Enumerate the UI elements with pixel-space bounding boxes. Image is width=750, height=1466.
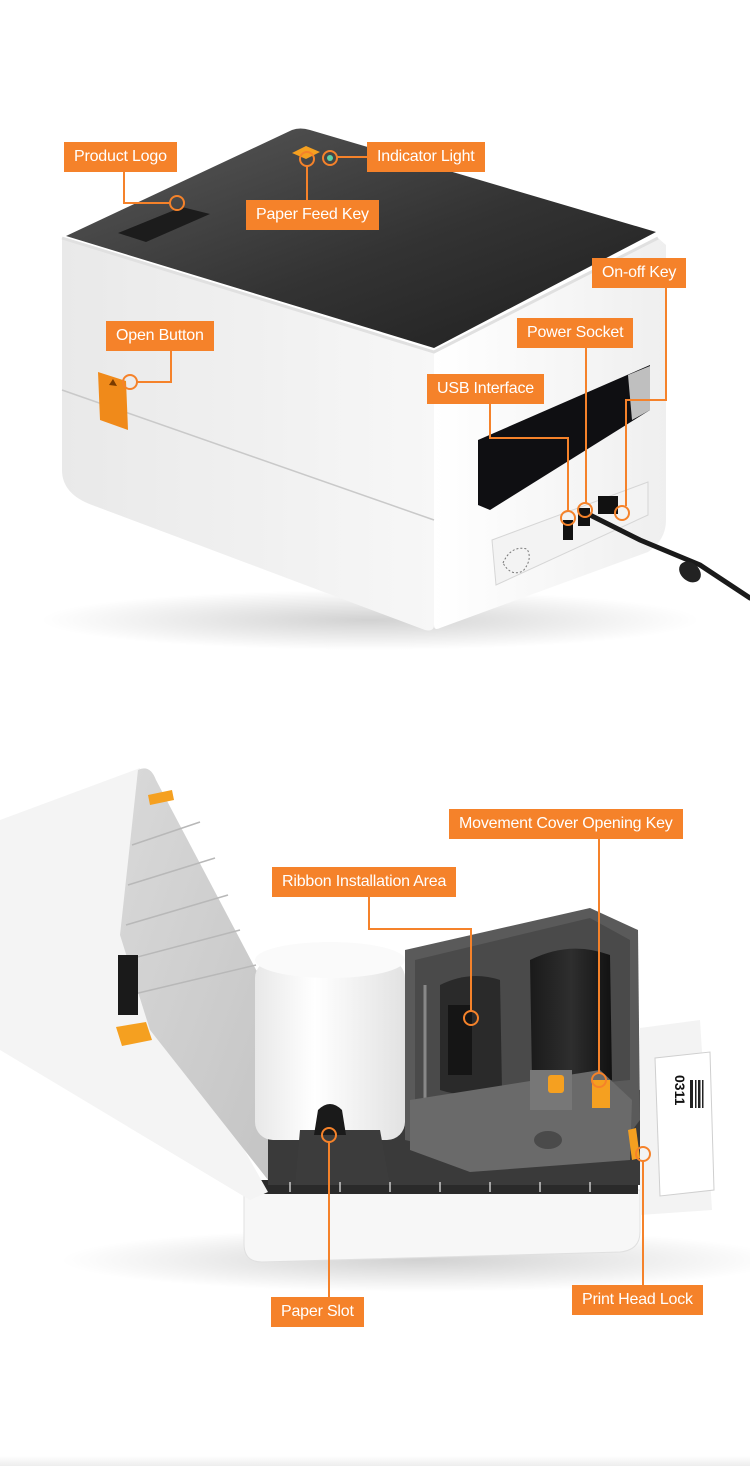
callout-ribbon-installation-area: Ribbon Installation Area xyxy=(272,867,457,897)
top-printer xyxy=(40,128,750,650)
leader-lines xyxy=(122,150,667,1298)
callout-product-logo: Product Logo xyxy=(64,142,177,172)
callout-open-button: Open Button xyxy=(106,321,214,351)
callout-indicator-light: Indicator Light xyxy=(367,142,485,172)
callout-usb-interface: USB Interface xyxy=(427,374,545,404)
svg-text:0311: 0311 xyxy=(672,1075,688,1106)
callout-movement-cover-opening-key: Movement Cover Opening Key xyxy=(449,809,683,839)
callout-print-head-lock: Print Head Lock xyxy=(572,1285,703,1315)
bottom-divider xyxy=(0,1456,750,1466)
callout-on-off-key: On-off Key xyxy=(592,258,687,288)
callout-paper-feed-key: Paper Feed Key xyxy=(246,200,379,230)
bottom-printer: 0311 xyxy=(0,768,750,1292)
callout-power-socket: Power Socket xyxy=(517,318,634,348)
callout-paper-slot: Paper Slot xyxy=(271,1297,364,1327)
